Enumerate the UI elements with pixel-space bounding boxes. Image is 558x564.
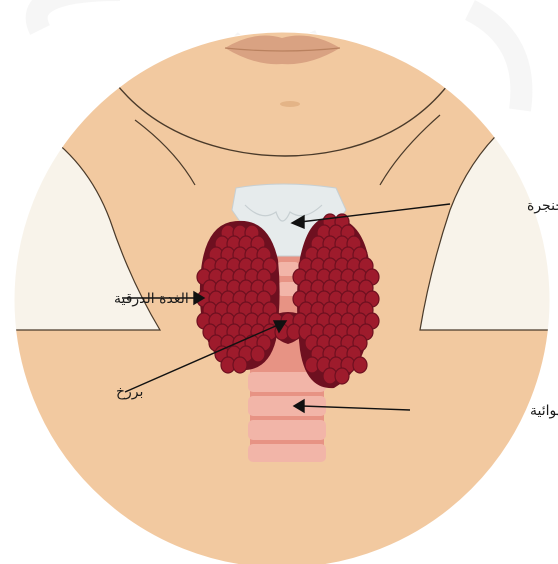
follicle (251, 346, 265, 362)
label-trachea: القصبة الهوائية (530, 403, 558, 419)
label-thyroid-gland: الغدة الدرقية (114, 291, 189, 307)
label-isthmus: برزخ (116, 384, 143, 400)
chin-shadow (280, 101, 300, 107)
follicle (335, 368, 349, 384)
follicle (233, 357, 247, 373)
label-larynx: الحنجرة (527, 198, 558, 214)
follicle (353, 357, 367, 373)
